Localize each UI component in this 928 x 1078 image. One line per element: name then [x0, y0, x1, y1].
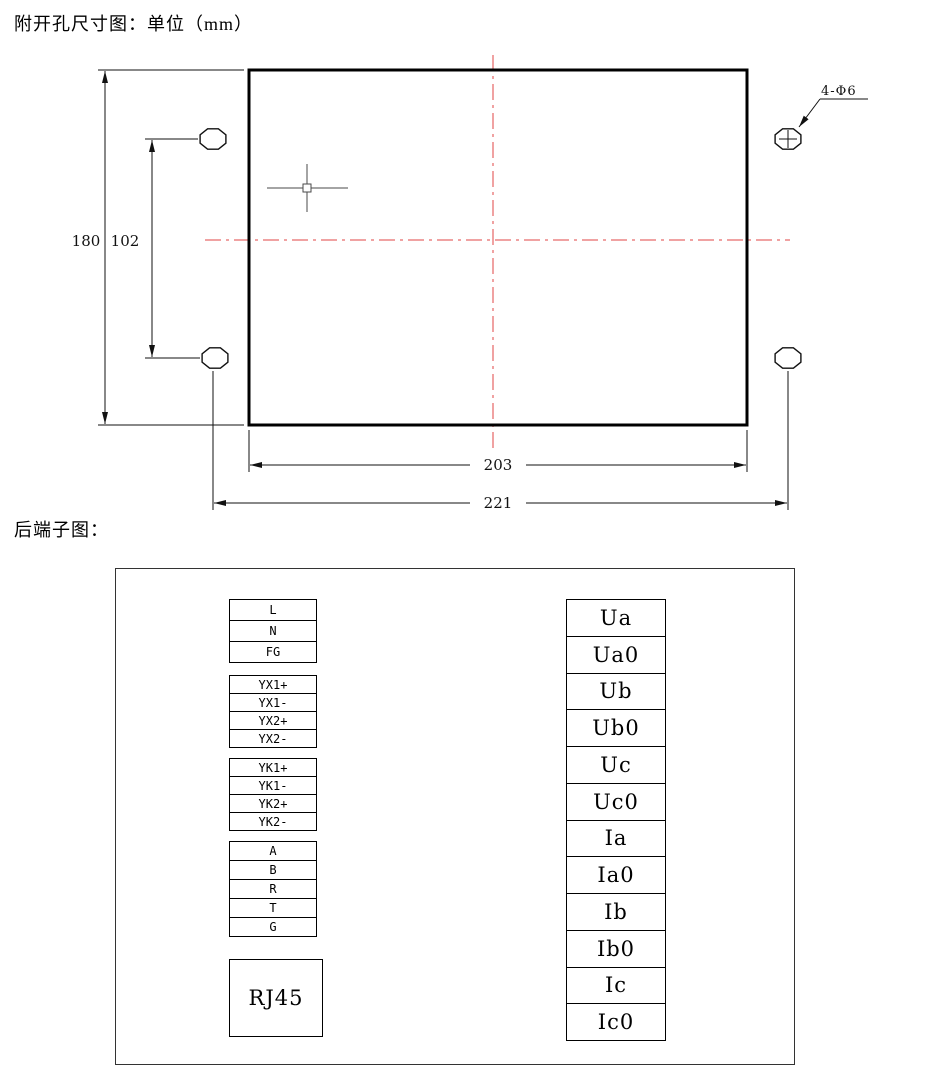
terminal-YX2+: YX2+ — [229, 711, 317, 730]
terminal-Ia0: Ia0 — [566, 856, 666, 894]
terminal-group: YK1+YK1-YK2+YK2- — [229, 758, 317, 831]
terminal-Ic0: Ic0 — [566, 1003, 666, 1041]
terminal-L: L — [229, 599, 317, 621]
terminal-YK2+: YK2+ — [229, 794, 317, 813]
terminal-YX1-: YX1- — [229, 693, 317, 712]
cutout-drawing: 4-Φ6 180 102 203 221 — [71, 55, 868, 512]
dim-outer-height-label: 180 — [72, 232, 101, 250]
rj45-port: RJ45 — [229, 959, 323, 1037]
hole-callout: 4-Φ6 — [798, 84, 868, 128]
terminal-YK2-: YK2- — [229, 812, 317, 831]
dimension-hole-spacing-horizontal — [212, 371, 789, 510]
terminal-T: T — [229, 898, 317, 918]
terminal-Ia: Ia — [566, 819, 666, 858]
terminal-A: A — [229, 841, 317, 861]
cutout-drawing-title: 附开孔尺寸图：单位（mm） — [14, 14, 254, 34]
terminal-R: R — [229, 879, 317, 899]
dim-hole-spacing-horizontal-label: 221 — [484, 494, 513, 512]
panel-cutout-outline — [247, 68, 749, 427]
terminal-Ua: Ua — [566, 599, 666, 637]
terminal-Ub: Ub — [566, 672, 666, 711]
hole-center-cross — [779, 130, 797, 148]
terminal-B: B — [229, 860, 317, 880]
terminal-YX1+: YX1+ — [229, 675, 317, 694]
mounting-hole-bottom-left — [201, 347, 229, 369]
terminal-YK1-: YK1- — [229, 776, 317, 795]
terminal-Ib0: Ib0 — [566, 929, 666, 968]
mounting-hole-top-left — [199, 128, 227, 150]
hole-callout-label: 4-Φ6 — [821, 84, 857, 99]
dim-cutout-width-label: 203 — [484, 456, 513, 474]
cad-crosshair-cursor — [267, 164, 348, 212]
terminal-Ic: Ic — [566, 966, 666, 1005]
terminal-diagram-title: 后端子图： — [14, 520, 109, 540]
terminal-FG: FG — [229, 641, 317, 663]
terminal-Ib: Ib — [566, 893, 666, 931]
dimension-hole-spacing-vertical — [145, 138, 200, 359]
terminal-group: YX1+YX1-YX2+YX2- — [229, 675, 317, 748]
terminal-Uc: Uc — [566, 746, 666, 784]
terminal-YK1+: YK1+ — [229, 758, 317, 777]
mounting-hole-bottom-right — [774, 347, 802, 369]
terminal-Uc0: Uc0 — [566, 782, 666, 821]
dim-hole-spacing-vertical-label: 102 — [111, 232, 140, 250]
terminal-G: G — [229, 917, 317, 937]
terminal-YX2-: YX2- — [229, 729, 317, 748]
terminal-Ua0: Ua0 — [566, 635, 666, 674]
terminal-N: N — [229, 620, 317, 642]
dimension-outer-height — [98, 69, 244, 426]
terminal-Ub0: Ub0 — [566, 709, 666, 747]
